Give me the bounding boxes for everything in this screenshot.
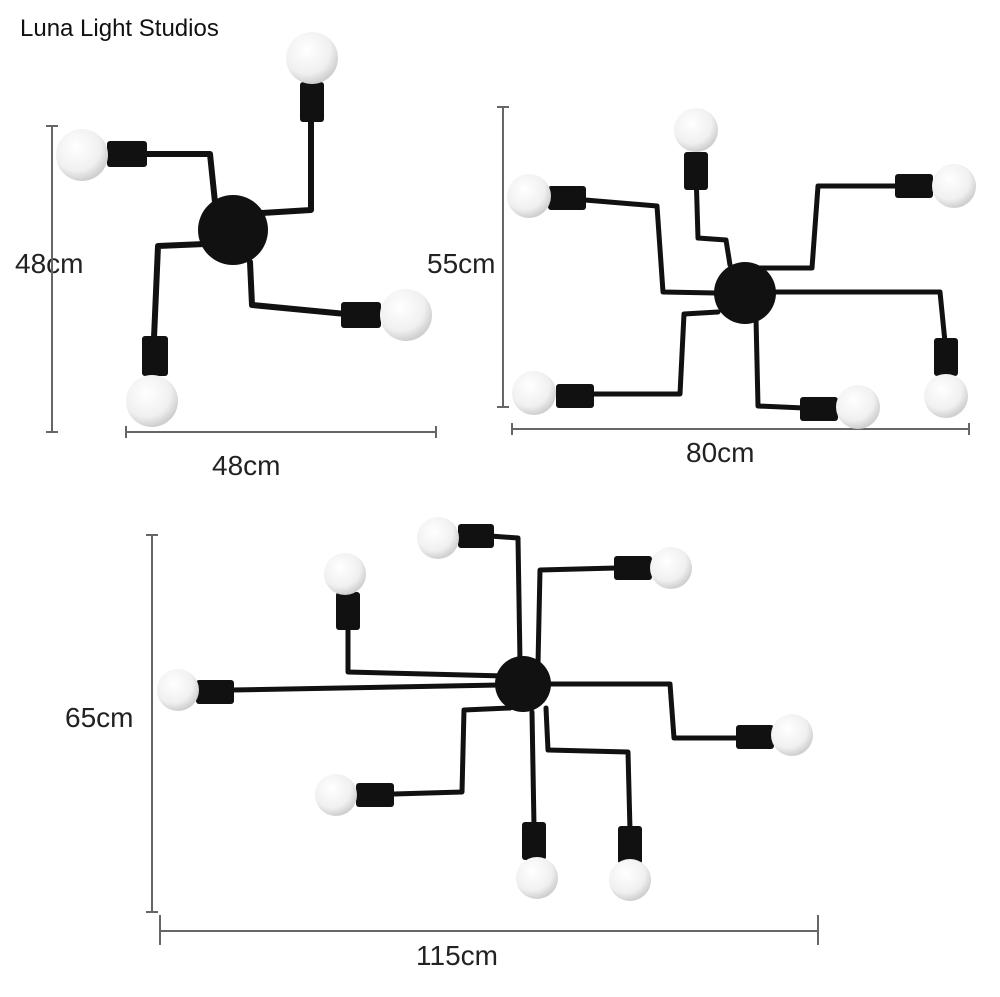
medium-dimension-lines xyxy=(497,106,970,435)
bulb-icon xyxy=(380,289,432,341)
small-fixture xyxy=(46,32,437,438)
medium-width-label: 80cm xyxy=(686,437,755,468)
bulb-icon xyxy=(516,857,558,899)
socket-icon xyxy=(934,338,958,376)
socket-icon xyxy=(196,680,234,704)
socket-icon xyxy=(522,822,546,860)
socket-icon xyxy=(614,556,652,580)
small-dimension-lines xyxy=(46,125,437,438)
small-height-label: 48cm xyxy=(15,248,84,279)
bulb-icon xyxy=(924,374,968,418)
bulb-icon xyxy=(836,385,880,429)
medium-canopy xyxy=(714,262,776,324)
bulb-icon xyxy=(507,174,551,218)
large-dimension-lines xyxy=(146,534,819,945)
small-canopy xyxy=(198,195,268,265)
small-width-label: 48cm xyxy=(212,450,281,481)
medium-fixture xyxy=(497,106,976,435)
bulb-icon xyxy=(56,129,108,181)
bulb-icon xyxy=(512,371,556,415)
socket-icon xyxy=(736,725,774,749)
socket-icon xyxy=(800,397,838,421)
socket-icon xyxy=(107,141,147,167)
brand-name: Luna Light Studios xyxy=(20,15,219,42)
bulb-icon xyxy=(650,547,692,589)
large-height-label: 65cm xyxy=(65,702,134,733)
bulb-icon xyxy=(932,164,976,208)
socket-icon xyxy=(684,152,708,190)
socket-icon xyxy=(300,82,324,122)
medium-height-label: 55cm xyxy=(427,248,496,279)
bulb-icon xyxy=(126,375,178,427)
socket-icon xyxy=(356,783,394,807)
bulb-icon xyxy=(157,669,199,711)
socket-icon xyxy=(556,384,594,408)
socket-icon xyxy=(548,186,586,210)
bulb-icon xyxy=(286,32,338,84)
socket-icon xyxy=(142,336,168,376)
small-arms xyxy=(142,103,349,341)
large-arms xyxy=(229,533,741,833)
socket-icon xyxy=(458,524,494,548)
bulb-icon xyxy=(315,774,357,816)
bulb-icon xyxy=(324,553,366,595)
large-width-label: 115cm xyxy=(416,940,498,971)
bulb-icon xyxy=(674,108,718,152)
socket-icon xyxy=(341,302,381,328)
bulb-icon xyxy=(609,859,651,901)
bulb-icon xyxy=(771,714,813,756)
large-canopy xyxy=(495,656,551,712)
socket-icon xyxy=(618,826,642,864)
large-fixture xyxy=(146,517,819,945)
socket-icon xyxy=(336,592,360,630)
bulb-icon xyxy=(417,517,459,559)
socket-icon xyxy=(895,174,933,198)
medium-arms xyxy=(582,169,948,411)
